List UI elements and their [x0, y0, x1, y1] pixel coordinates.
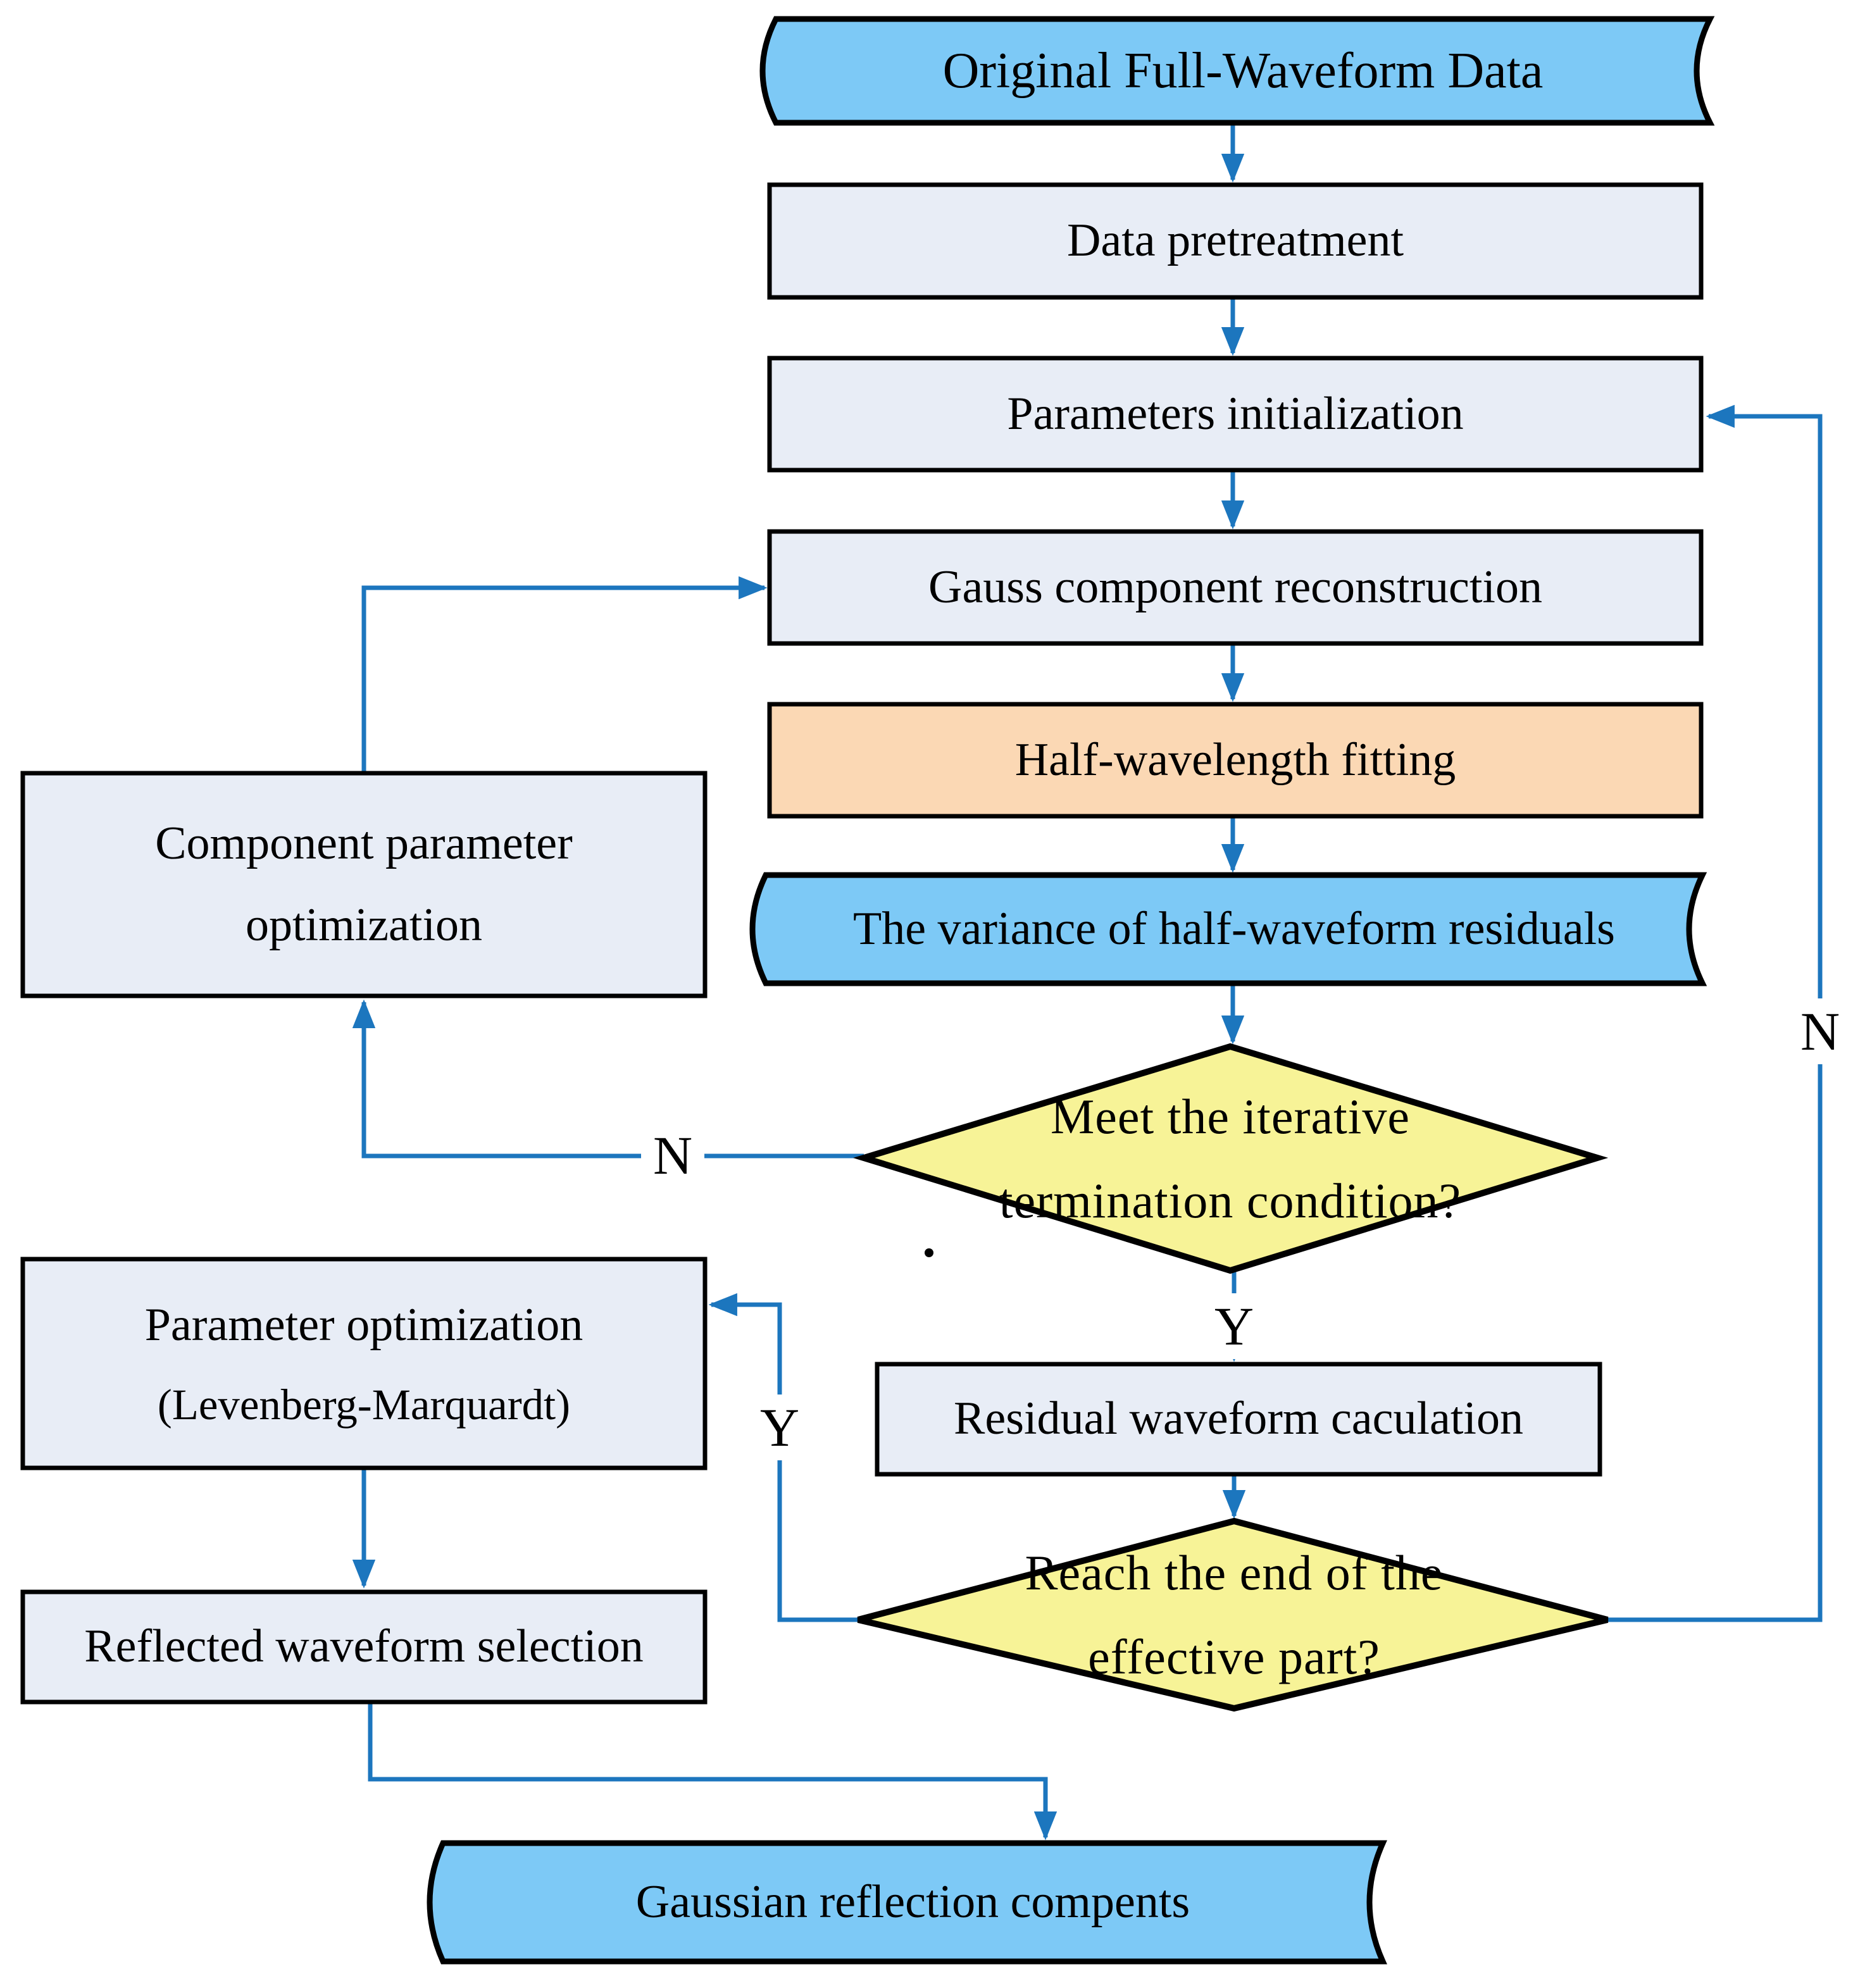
- edge-reflected-to-output: [368, 1702, 1058, 1841]
- box-component-param-optimization: [20, 771, 708, 998]
- flag-original-data: [759, 16, 1715, 126]
- box-reflected-waveform-selection: [20, 1589, 708, 1705]
- box-gauss-reconstruction: [767, 529, 1704, 646]
- box-half-wavelength-fitting: [767, 702, 1704, 819]
- edge-decision1-no-to-component: [352, 999, 864, 1159]
- edge-decision2-yes-to-paramopt: [708, 1293, 858, 1622]
- edge-label-yes-mid: Y: [1202, 1293, 1266, 1359]
- flag-variance-residuals: [749, 872, 1707, 986]
- diamond-reach-end: [857, 1517, 1609, 1712]
- box-parameters-initialization: [767, 356, 1704, 473]
- edge-component-to-gauss: [361, 576, 768, 773]
- diamond-iterative-condition: [852, 1043, 1609, 1274]
- edge-label-no-right: N: [1788, 998, 1852, 1064]
- edge-label-yes-left: Y: [748, 1395, 811, 1460]
- edge-label-no-left: N: [641, 1122, 704, 1188]
- flag-gaussian-components: [427, 1840, 1387, 1965]
- stray-dot: [925, 1248, 933, 1257]
- box-residual-waveform-calculation: [875, 1362, 1602, 1477]
- box-data-pretreatment: [767, 182, 1704, 300]
- box-parameter-optimization-lm: [20, 1257, 708, 1470]
